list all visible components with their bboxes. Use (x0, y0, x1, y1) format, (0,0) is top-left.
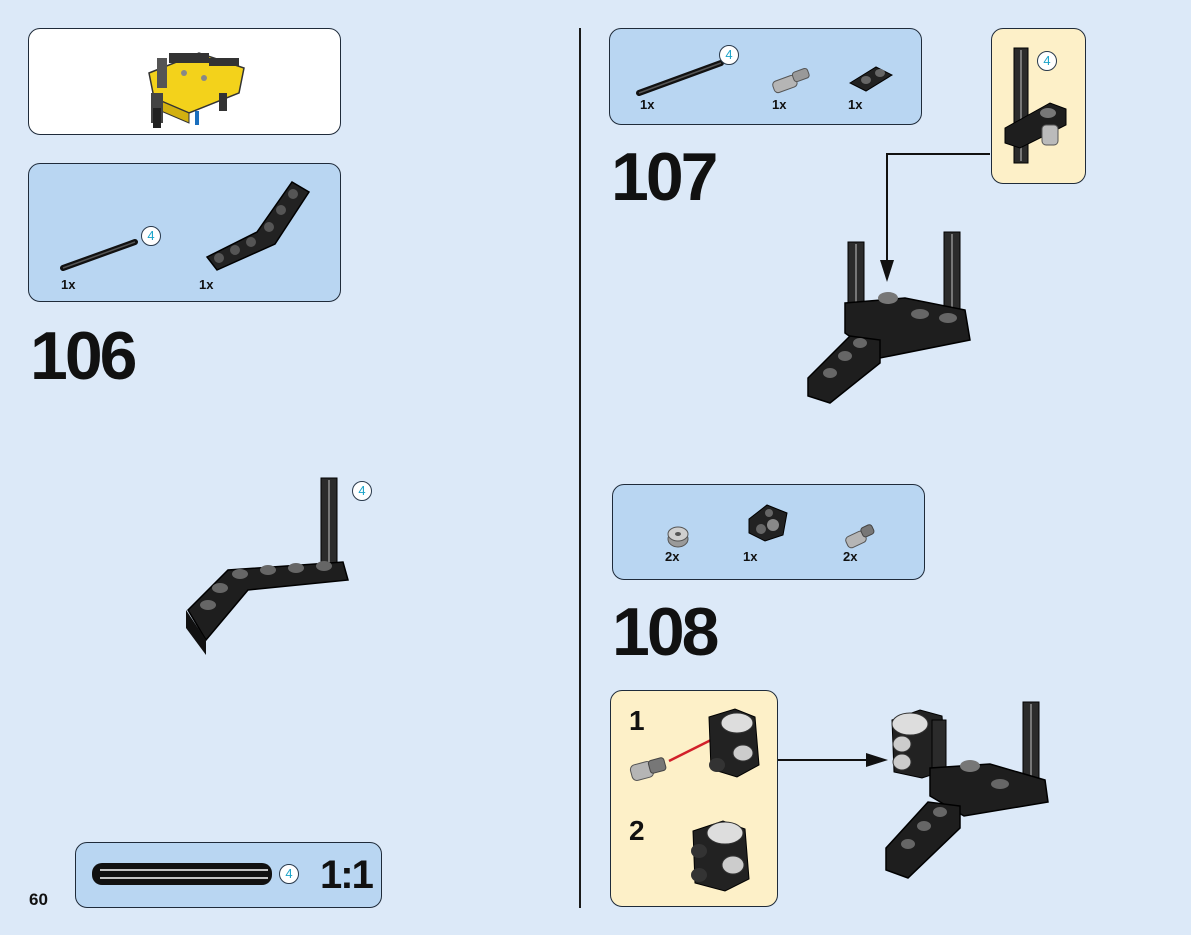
substep2-assembly-icon (691, 820, 750, 892)
bent-beam-icon (205, 181, 311, 271)
scale-ratio: 1:1 (320, 853, 374, 897)
step-number: 106 (30, 318, 137, 394)
part-qty: 1x (772, 97, 787, 112)
preview-model-icon (148, 52, 245, 128)
length-badge: 4 (279, 864, 299, 884)
step106-parts-box: 4 1x 1x (28, 163, 341, 302)
axle-icon (636, 60, 724, 96)
double-connector-icon (748, 504, 788, 542)
page-number: 60 (29, 890, 48, 909)
part-qty: 1x (199, 277, 214, 292)
part-qty: 1x (743, 549, 758, 564)
substep-number: 1 (629, 705, 645, 736)
step107-callout-box: 4 (991, 28, 1086, 184)
scale-axle-icon (92, 863, 272, 885)
axle-pin-icon (845, 524, 875, 549)
step106-model-icon (186, 477, 349, 655)
connector-icon (848, 66, 894, 92)
part-qty: 2x (665, 549, 680, 564)
step107-arrow-icon (880, 153, 990, 282)
bush-icon (667, 526, 689, 548)
part-qty: 2x (843, 549, 858, 564)
axle-pin-icon (772, 67, 810, 94)
length-badge: 4 (141, 226, 161, 246)
step108-parts-box: 2x 1x 2x (612, 484, 925, 580)
step-number: 107 (611, 139, 718, 215)
preview-box (28, 28, 341, 135)
step108-model-icon (885, 701, 1049, 879)
step107-model-icon (807, 231, 971, 404)
length-badge: 4 (352, 481, 372, 501)
step107-parts-box: 4 1x 1x 1x (609, 28, 922, 125)
axle-icon (60, 239, 138, 271)
part-qty: 1x (848, 97, 863, 112)
length-badge: 4 (719, 45, 739, 65)
step108-callout-box: 1 2 (610, 690, 778, 907)
part-qty: 1x (61, 277, 76, 292)
length-badge: 4 (1037, 51, 1057, 71)
substep1-assembly-icon (629, 708, 760, 781)
step-number: 108 (612, 594, 719, 670)
scale-box: 4 1:1 (75, 842, 382, 908)
substep-number: 2 (629, 815, 645, 846)
callout-model-icon (1004, 47, 1067, 164)
page-divider (579, 28, 581, 908)
step108-arrow-icon (778, 753, 888, 767)
part-qty: 1x (640, 97, 655, 112)
